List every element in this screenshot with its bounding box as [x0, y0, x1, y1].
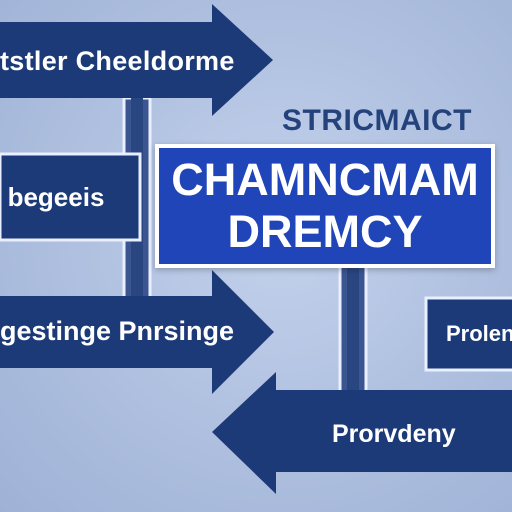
main-box: CHAMNCMAM DREMCY [155, 144, 495, 268]
bottom-arrow [212, 372, 512, 494]
center-vertical-connector-inner [347, 266, 359, 392]
main-box-line-2: DREMCY [227, 206, 423, 257]
right-box-shape [424, 296, 512, 372]
top-arrow-label: tstler Cheeldorme [0, 46, 235, 76]
middle-arrow-label: gestinge Pnrsinge [0, 316, 235, 346]
middle-arrow [0, 270, 274, 394]
left-box-shape [0, 152, 142, 242]
top-arrow [0, 4, 273, 116]
right-box-label: Proleny [446, 321, 512, 346]
left-box-label: begeeis [7, 181, 105, 212]
bottom-arrow-label: Prorvdeny [332, 420, 456, 448]
diagram-heading: STRICMAICT [282, 104, 472, 137]
main-box-line-1: CHAMNCMAM [171, 154, 479, 205]
